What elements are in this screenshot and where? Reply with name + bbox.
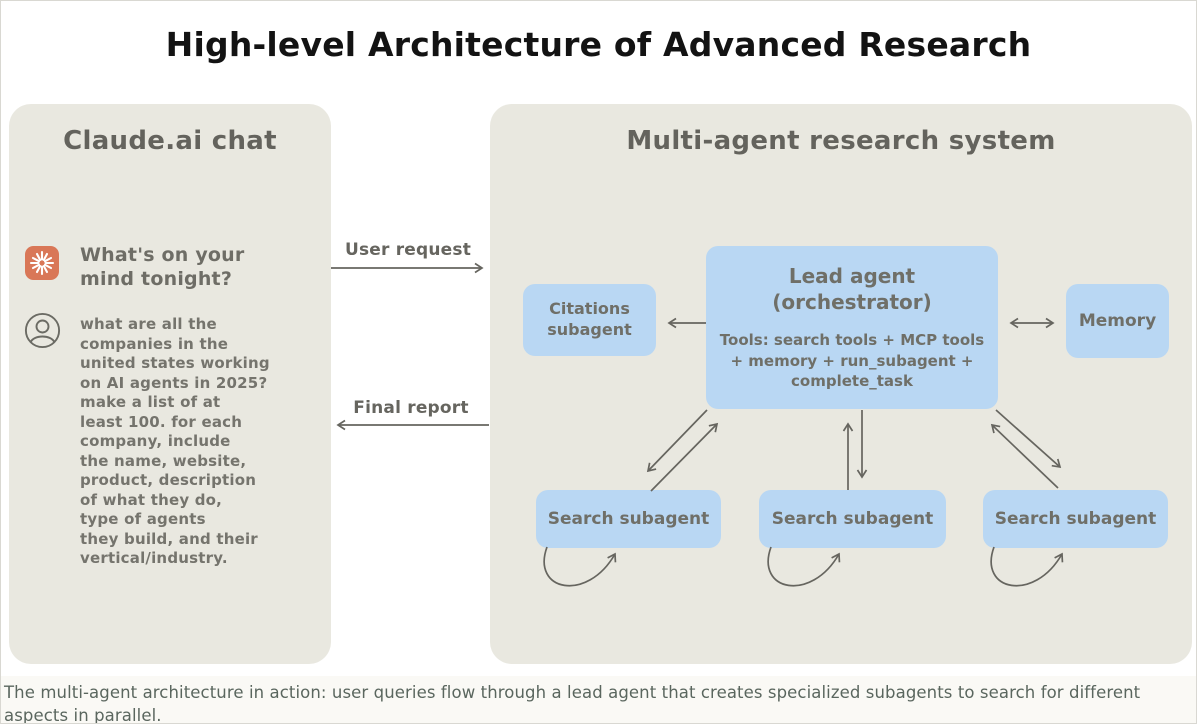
figure-caption: The multi-agent architecture in action: … xyxy=(1,676,1196,723)
page-title: High-level Architecture of Advanced Rese… xyxy=(165,25,1032,64)
lead-agent-title: Lead agent (orchestrator) xyxy=(772,264,932,314)
research-system-heading: Multi-agent research system xyxy=(626,126,1056,156)
final-report-label: Final report xyxy=(353,398,469,418)
search-subagent-box: Search subagent xyxy=(983,490,1168,548)
search-subagent-box: Search subagent xyxy=(759,490,946,548)
research-system-panel: Multi-agent research system Citations su… xyxy=(490,104,1192,664)
user-request-label: User request xyxy=(344,240,472,260)
claude-chat-heading: Claude.ai chat xyxy=(63,126,277,156)
user-query-text: what are all the companies in the united… xyxy=(80,315,270,567)
user-avatar-icon xyxy=(24,312,61,353)
lead-agent-tools: Tools: search tools + MCP tools + memory… xyxy=(719,331,985,391)
chat-prompt-text: What's on your mind tonight? xyxy=(80,244,245,291)
claude-spark-icon xyxy=(25,246,59,284)
citations-subagent-box: Citations subagent xyxy=(523,284,656,356)
memory-box: Memory xyxy=(1066,284,1169,358)
search-subagent-box: Search subagent xyxy=(536,490,721,548)
lead-agent-box: Lead agent (orchestrator) Tools: search … xyxy=(706,246,998,409)
claude-chat-panel: Claude.ai chat xyxy=(9,104,331,664)
